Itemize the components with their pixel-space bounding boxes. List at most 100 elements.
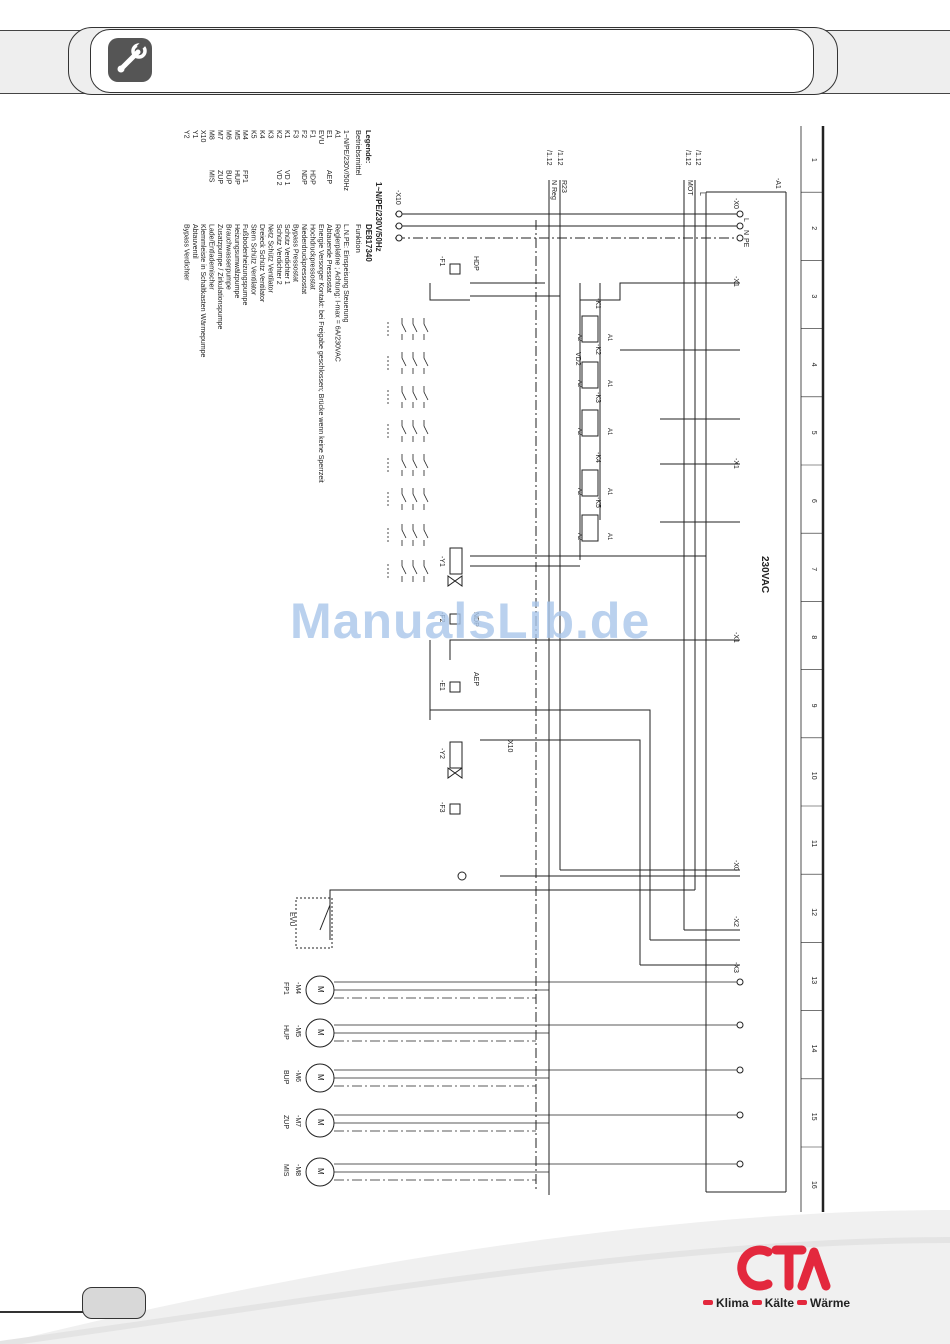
legend-desc: Abtauende Pressostat bbox=[325, 224, 332, 293]
tagline-dash bbox=[751, 1300, 762, 1306]
coil-k2 bbox=[581, 361, 599, 389]
label-l: L bbox=[698, 192, 705, 196]
motor-tag: HUP bbox=[282, 1025, 289, 1040]
legend-desc: Hochdruckpressostat bbox=[308, 224, 315, 290]
legend-code: 1~N/PE/230V/50Hz bbox=[342, 130, 349, 191]
coil-k3 bbox=[581, 409, 599, 437]
column-number-13: 13 bbox=[810, 976, 817, 984]
label-drawing-no: DE817340 bbox=[364, 224, 373, 262]
label-f2: -F2 bbox=[438, 612, 445, 623]
header-title-box bbox=[90, 29, 814, 93]
motor-symbol: M bbox=[316, 1074, 325, 1081]
coil-a1-k5: A1 bbox=[606, 533, 612, 541]
legend-code: Y1 bbox=[191, 130, 198, 139]
power-contact bbox=[412, 318, 418, 340]
control-circuits bbox=[329, 282, 740, 966]
power-contact bbox=[412, 524, 418, 546]
power-contact bbox=[423, 524, 429, 546]
label-a1: -A1 bbox=[774, 178, 781, 189]
coil-label-k4: -K4 bbox=[594, 452, 601, 463]
column-number-7: 7 bbox=[810, 567, 817, 571]
column-number-5: 5 bbox=[810, 431, 817, 435]
motor-terminal bbox=[736, 1160, 744, 1168]
motor-id: -M5 bbox=[294, 1025, 301, 1037]
power-contact bbox=[412, 386, 418, 408]
tagline-dash bbox=[797, 1300, 808, 1306]
coil-k1 bbox=[581, 315, 599, 343]
diagram-labels: 230VAC 1~N/PE/230V/50Hz DE817340 -A1 -X0… bbox=[288, 150, 781, 973]
power-contact bbox=[401, 524, 407, 546]
tagline-klima: Klima bbox=[716, 1296, 749, 1310]
page-number-line bbox=[0, 1311, 84, 1313]
column-number-12: 12 bbox=[810, 908, 817, 916]
legend-code: M7 bbox=[216, 130, 223, 140]
legend-tag: MIS bbox=[208, 170, 215, 183]
power-rails bbox=[535, 180, 787, 1195]
evu-contact bbox=[295, 897, 333, 949]
power-contact bbox=[423, 352, 429, 374]
sensors-valves bbox=[447, 263, 467, 881]
legend-code: EVU bbox=[317, 130, 324, 144]
label-x1-b: -X1 bbox=[732, 458, 739, 469]
legend-desc: Dreieck Schütz Ventilator bbox=[258, 224, 265, 303]
label-f1: -F1 bbox=[438, 256, 445, 267]
label-ref12-d: /1.12 bbox=[545, 150, 552, 166]
label-nreg: N Reg bbox=[550, 180, 557, 200]
label-y1: -Y1 bbox=[438, 556, 445, 567]
label-ref12-b: /1.12 bbox=[684, 150, 691, 166]
label-ref12-a: /1.12 bbox=[694, 150, 701, 166]
legend-desc: Zusatzpumpe / Zirkulationspumpe bbox=[216, 224, 223, 330]
column-number-16: 16 bbox=[810, 1181, 817, 1189]
column-number-14: 14 bbox=[810, 1045, 817, 1053]
legend-title: Legende: bbox=[364, 130, 373, 163]
motor-symbol: M bbox=[316, 1168, 325, 1175]
label-n-sup: N bbox=[742, 230, 749, 235]
label-mot: MOT bbox=[686, 180, 693, 196]
motor-symbol: M bbox=[316, 986, 325, 993]
legend-desc: Schütz Verdichter 1 bbox=[283, 224, 290, 285]
legend-code: E1 bbox=[325, 130, 332, 139]
column-number-3: 3 bbox=[810, 294, 817, 298]
legend-desc: Heizungsumwälzpumpe bbox=[233, 224, 240, 298]
legend-code: M6 bbox=[224, 130, 231, 140]
legend-desc: Bypass Verdichter bbox=[182, 224, 189, 281]
power-contact bbox=[423, 560, 429, 582]
power-contact bbox=[401, 488, 407, 510]
legend-desc: Abtauventil bbox=[191, 224, 198, 259]
motor-tag: MIS bbox=[282, 1164, 289, 1177]
legend-code: M5 bbox=[233, 130, 240, 140]
coil-a2-k2: A2 bbox=[576, 380, 582, 388]
legend-head-betriebsmittel: Betriebsmittel bbox=[354, 130, 363, 176]
power-contact bbox=[412, 352, 418, 374]
wrench-icon bbox=[108, 38, 152, 82]
tagline-waerme: Wärme bbox=[810, 1296, 851, 1310]
legend-code: K5 bbox=[250, 130, 257, 139]
power-contact bbox=[401, 560, 407, 582]
watermark: ManualsLib.de bbox=[290, 593, 651, 649]
legend-desc: Energie Versorger Kontakt: bei Freigabe … bbox=[317, 224, 324, 483]
legend-desc: Stern Schütz Ventilator bbox=[250, 224, 257, 296]
label-e1: -E1 bbox=[438, 680, 445, 691]
bottom-swoosh bbox=[0, 1210, 950, 1344]
label-aep: AEP bbox=[472, 672, 479, 686]
coil-a2-k1: A2 bbox=[576, 334, 582, 342]
power-contact bbox=[401, 352, 407, 374]
relay-contacts bbox=[387, 318, 429, 582]
legend-tag: HUP bbox=[233, 170, 240, 185]
power-contact bbox=[401, 386, 407, 408]
legend-tag: FP1 bbox=[241, 170, 248, 183]
coil-k5 bbox=[581, 514, 599, 542]
legend-tag: AEP bbox=[325, 170, 332, 184]
motor-terminal bbox=[736, 1111, 744, 1119]
label-y2: -Y2 bbox=[438, 748, 445, 759]
motor-terminal bbox=[736, 1066, 744, 1074]
motor-feed-lines bbox=[334, 978, 744, 1181]
legend-code: K2 bbox=[275, 130, 282, 139]
label-vd2: VD2 bbox=[574, 352, 581, 366]
page-number-tab bbox=[82, 1287, 146, 1319]
coil-a2-k4: A2 bbox=[576, 488, 582, 496]
column-number-2: 2 bbox=[810, 226, 817, 230]
label-x1-c: -X1 bbox=[732, 632, 739, 643]
